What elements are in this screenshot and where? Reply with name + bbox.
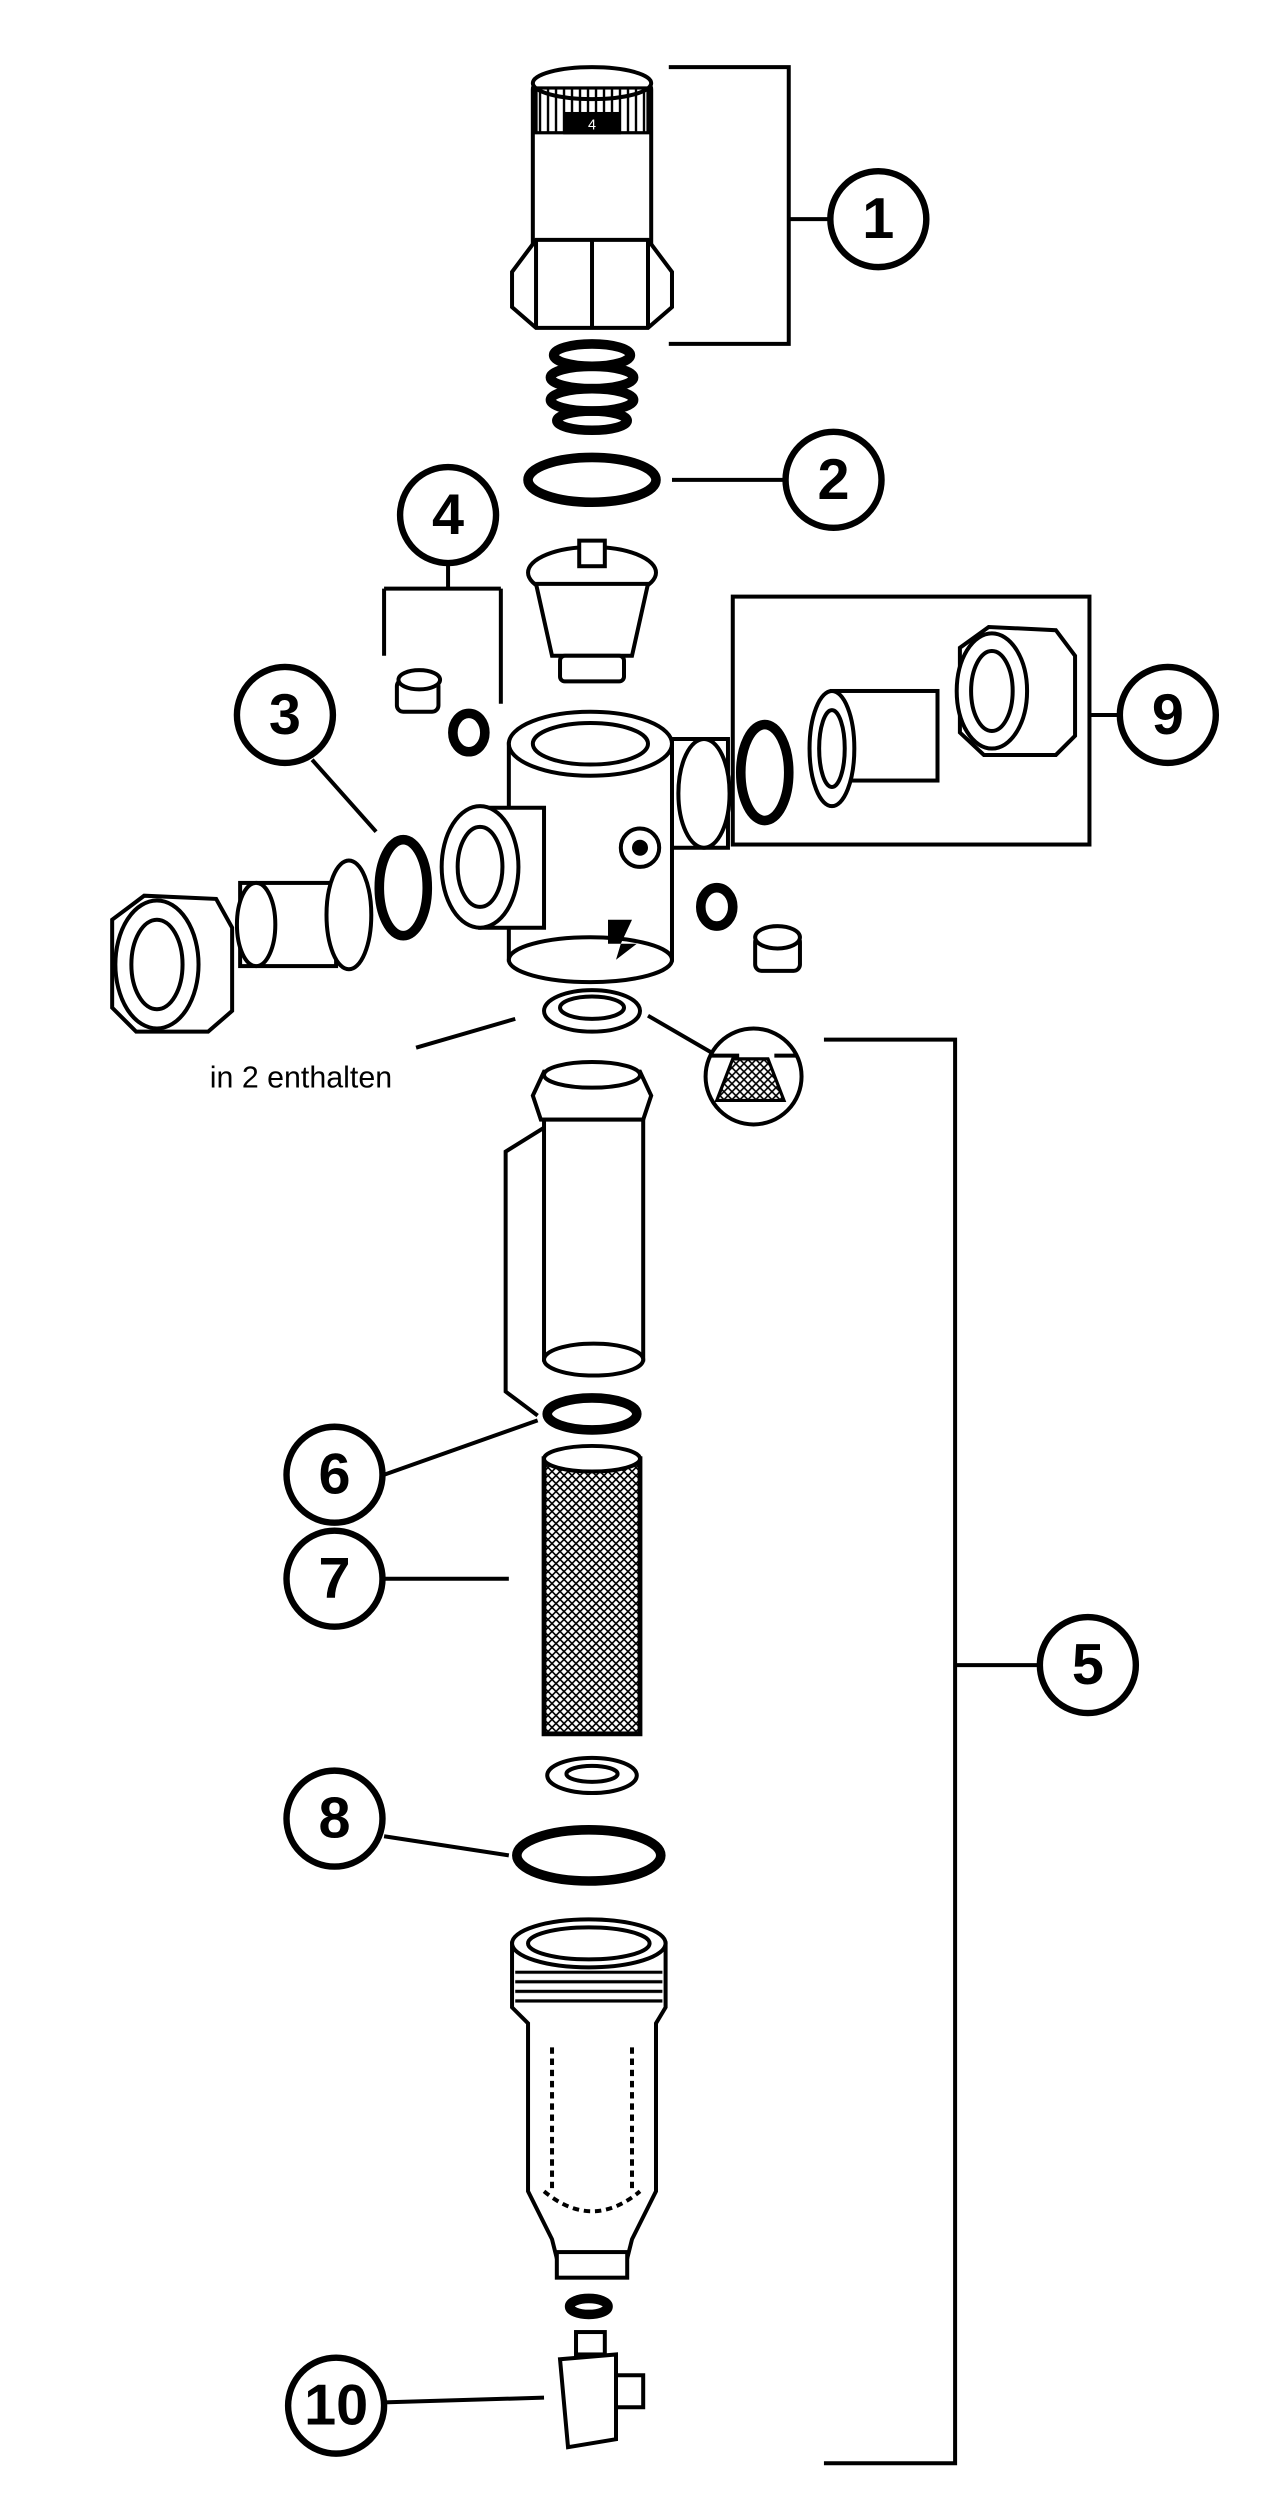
callout-10: 10 — [284, 2354, 388, 2457]
callout-1-label: 1 — [862, 187, 894, 251]
washer — [545, 1755, 639, 1796]
leader-detail — [646, 1013, 718, 1058]
plug-small — [753, 924, 802, 973]
note-included-in-2: in 2 enthalten — [210, 1061, 392, 1095]
callout-6: 6 — [283, 1423, 386, 1526]
element-indicator-line — [503, 1125, 546, 1418]
callout-7: 7 — [283, 1527, 386, 1630]
o-ring-small-bottom — [564, 2293, 613, 2320]
seal-profile-detail — [703, 1026, 804, 1127]
callout-1: 1 — [827, 167, 930, 271]
callout-8: 8 — [283, 1767, 386, 1870]
o-ring-9 — [735, 719, 794, 826]
filter-housing-body — [439, 709, 732, 985]
knob-setting-label: 4 — [588, 118, 596, 134]
o-ring-3 — [374, 834, 433, 941]
callout-8-label: 8 — [318, 1787, 350, 1851]
callout-4: 4 — [396, 463, 500, 567]
callout-10-label: 10 — [304, 2374, 368, 2438]
valve-insert — [526, 538, 658, 684]
filter-bowl — [510, 1917, 668, 2280]
callout-2-label: 2 — [818, 448, 850, 512]
callout-7-label: 7 — [318, 1547, 350, 1611]
o-ring-6 — [542, 1393, 642, 1435]
callout-9: 9 — [1116, 663, 1220, 767]
filter-mesh-7 — [541, 1443, 643, 1737]
callout-4-label: 4 — [432, 483, 464, 547]
callout-9-label: 9 — [1152, 683, 1184, 747]
pressure-reducer-cartridge: 4 — [510, 65, 674, 330]
leader-10 — [384, 2395, 545, 2405]
o-ring-8 — [512, 1825, 666, 1886]
o-ring-2 — [523, 452, 661, 508]
spring — [545, 339, 639, 436]
threaded-connector-left — [234, 858, 374, 972]
callout-3: 3 — [233, 663, 337, 767]
leader-8 — [383, 1834, 510, 1858]
union-nut-left — [110, 893, 235, 1034]
leader-6 — [383, 1418, 539, 1477]
seal-ring — [542, 988, 642, 1034]
leader-note — [415, 1016, 516, 1050]
callout-2: 2 — [782, 428, 885, 532]
bracket-4 — [382, 563, 503, 704]
plug-4 — [394, 668, 443, 714]
callout-5-label: 5 — [1072, 1633, 1104, 1697]
callout-5: 5 — [1036, 1613, 1140, 1717]
bracket-5 — [823, 1037, 1040, 2466]
union-nut-right — [954, 624, 1078, 757]
callout-3-label: 3 — [269, 683, 301, 747]
drain-valve-10 — [557, 2330, 646, 2450]
bracket-1 — [668, 65, 831, 346]
bracket-9 — [730, 594, 1092, 847]
threaded-connector-right — [807, 688, 940, 809]
o-ring-4 — [448, 708, 490, 757]
o-ring-small — [695, 882, 738, 931]
callout-6-label: 6 — [318, 1443, 350, 1507]
leader-3 — [310, 758, 378, 834]
filter-element — [530, 1060, 654, 1378]
